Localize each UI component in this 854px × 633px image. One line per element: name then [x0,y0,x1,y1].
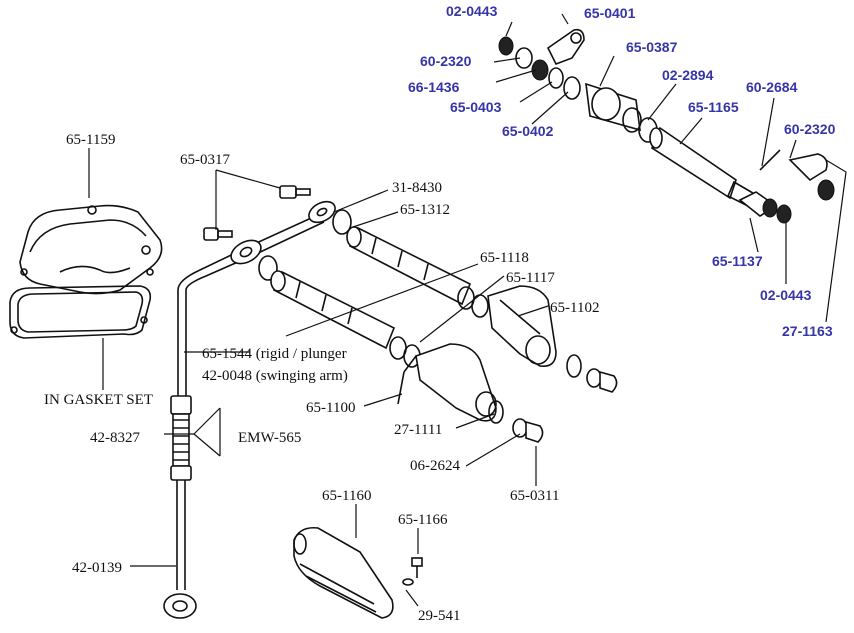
label-gasket-set: IN GASKET SET [44,392,153,408]
label-65-0403: 65-0403 [450,99,502,115]
label-65-1312: 65-1312 [400,202,450,218]
blue-labels: 02-0443 65-0401 60-2320 65-0387 66-1436 … [408,3,836,339]
label-31-8430: 31-8430 [392,180,442,196]
label-27-1163: 27-1163 [782,323,833,339]
banjo-bolts [203,185,311,241]
label-42-0048: 42-0048 (swinging arm) [202,368,348,384]
tappet-cover [293,526,423,619]
rocker-gasket [9,285,152,339]
label-65-0317: 65-0317 [180,152,230,168]
label-27-1111: 27-1111 [394,422,442,438]
label-emw-565: EMW-565 [238,430,301,446]
label-66-1436: 66-1436 [408,79,460,95]
label-60-2320-left: 60-2320 [420,53,472,69]
label-65-1118: 65-1118 [480,250,529,266]
label-65-1159: 65-1159 [66,132,115,148]
label-65-1165: 65-1165 [688,99,739,115]
oil-feed-pipe [163,200,336,619]
label-65-0387: 65-0387 [626,39,678,55]
label-60-2320-right: 60-2320 [784,121,836,137]
rocker-cover [19,204,163,295]
label-06-2624: 06-2624 [410,458,460,474]
rocker-arms [397,285,618,443]
label-65-1544: 65-1544 (rigid / plunger [202,346,347,362]
leader-lines [88,13,847,607]
label-02-2894: 02-2894 [662,67,714,83]
label-65-0402: 65-0402 [502,123,554,139]
black-labels: 65-1159 IN GASKET SET 65-0317 31-8430 65… [44,132,599,624]
label-65-1166: 65-1166 [398,512,448,528]
rocker-shaft-assembly [498,28,835,224]
label-65-1100: 65-1100 [306,400,355,416]
label-65-0311: 65-0311 [510,488,559,504]
label-65-1117: 65-1117 [506,270,555,286]
label-02-0443-top: 02-0443 [446,3,498,19]
label-65-1160: 65-1160 [322,488,371,504]
label-29-541: 29-541 [418,608,461,624]
label-42-8327: 42-8327 [90,430,140,446]
label-42-0139: 42-0139 [72,560,122,576]
label-60-2684: 60-2684 [746,79,798,95]
label-02-0443-bottom: 02-0443 [760,287,812,303]
label-65-0401: 65-0401 [584,5,636,21]
label-65-1137: 65-1137 [712,253,763,269]
label-65-1102: 65-1102 [550,300,599,316]
